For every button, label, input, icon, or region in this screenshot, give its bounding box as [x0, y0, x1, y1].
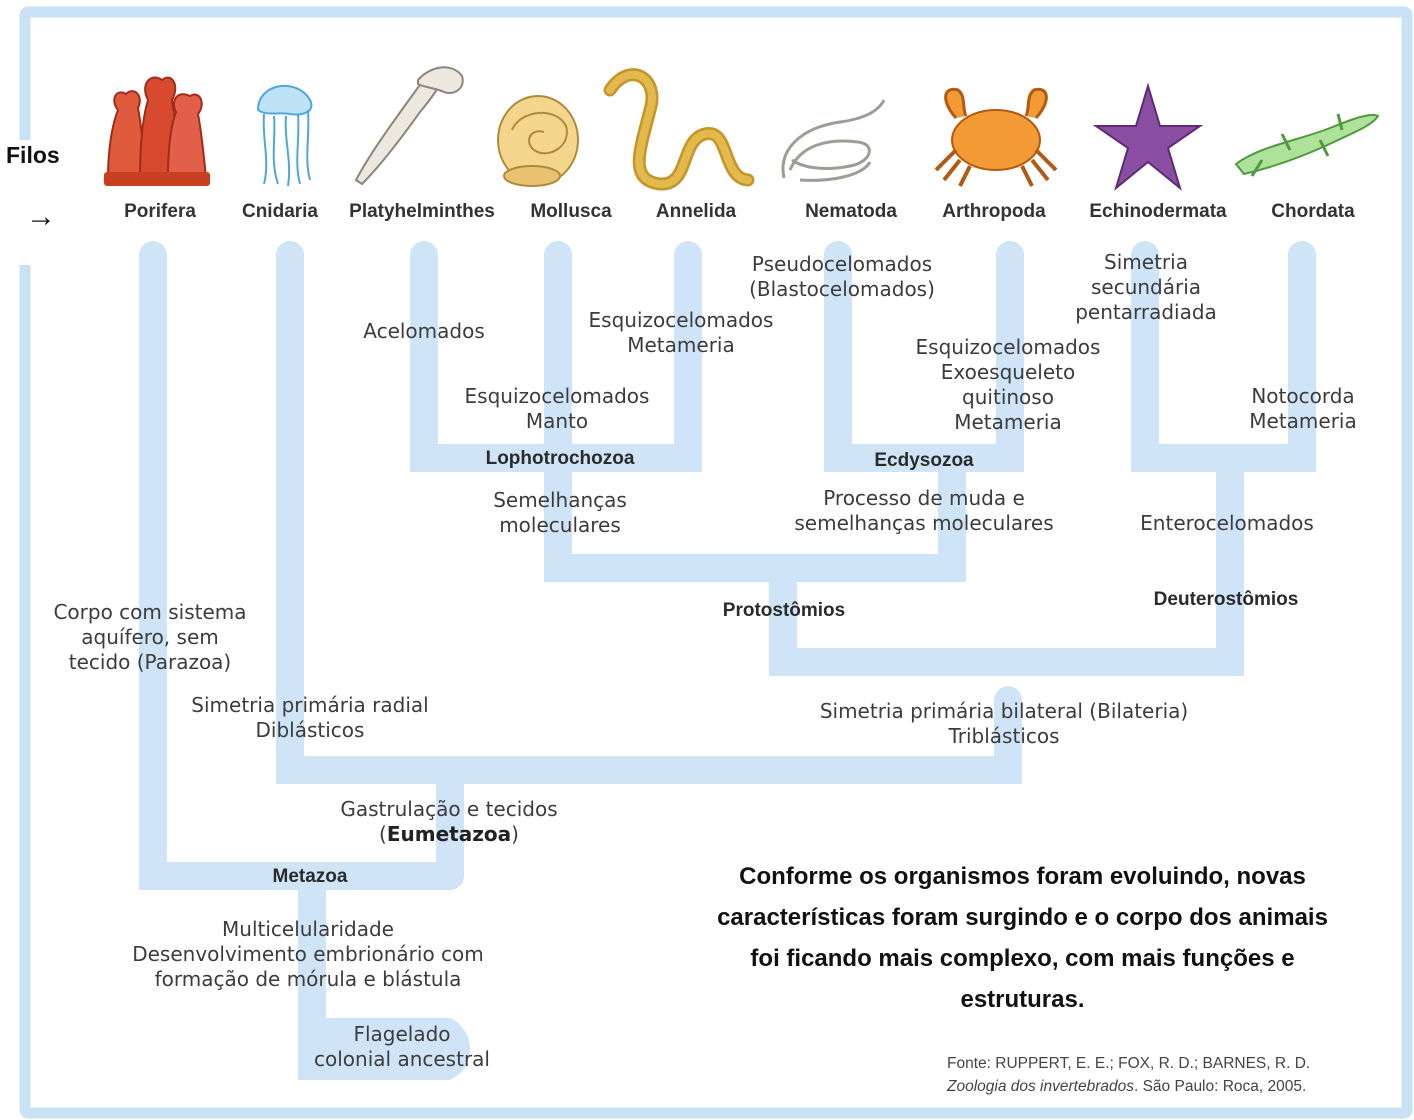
phylum-echinodermata: Echinodermata — [1089, 201, 1227, 222]
phylum-mollusca: Mollusca — [530, 201, 612, 222]
frame — [19, 6, 1413, 1119]
frame-gap — [18, 140, 40, 265]
porifera-illustration — [104, 76, 210, 186]
node-protostomios: Protostômios — [722, 600, 846, 621]
branch-bilateria-split — [769, 456, 1244, 676]
phylum-annelida: Annelida — [655, 201, 737, 222]
node-lophotrochozoa: Lophotrochozoa — [485, 448, 635, 469]
explanatory-note: Conforme os organismos foram evoluindo, … — [717, 863, 1328, 1013]
branch-ecdysozoa-top — [824, 241, 1024, 472]
label-acelomados: Acelomados — [363, 319, 485, 343]
phylum-chordata: Chordata — [1271, 201, 1355, 222]
branch-deutero-top — [1131, 241, 1316, 472]
phylum-arthropoda: Arthropoda — [942, 201, 1046, 222]
eumetazoa-term: Eumetazoa — [386, 822, 512, 846]
phylum-cnidaria: Cnidaria — [241, 201, 319, 222]
ancestral-pill — [298, 1018, 471, 1080]
phylum-porifera: Porifera — [124, 201, 196, 222]
mollusca-illustration — [497, 95, 579, 187]
node-metazoa: Metazoa — [272, 866, 348, 887]
label-gastrulacao: Gastrulação e tecidos (Eumetazoa) — [340, 797, 558, 846]
platyhelminthes-illustration — [354, 66, 464, 186]
filos-label: Filos — [6, 142, 60, 168]
phylum-platyhelminthes: Platyhelminthes — [349, 201, 495, 222]
echinodermata-illustration — [1092, 82, 1204, 191]
label-enterocelomados: Enterocelomados — [1140, 511, 1314, 535]
nematoda-illustration — [781, 99, 886, 182]
source-book-title: Zoologia dos invertebrados — [947, 1078, 1134, 1095]
phylum-nematoda: Nematoda — [805, 201, 897, 222]
label-pseudocelomados: Pseudocelomados(Blastocelomados) — [749, 252, 935, 301]
annelida-illustration — [603, 68, 755, 191]
arrow-right-icon: → — [26, 200, 56, 233]
cnidaria-illustration — [256, 84, 313, 187]
label-simetria-bilateral: Simetria primária bilateral (Bilateria)T… — [819, 699, 1189, 748]
node-deuterostomios: Deuterostômios — [1153, 589, 1299, 610]
chordata-illustration — [1234, 113, 1380, 177]
branch-bilateria — [276, 686, 1022, 784]
arthropoda-illustration — [934, 87, 1058, 187]
node-ecdysozoa: Ecdysozoa — [874, 450, 974, 471]
source-citation: Fonte: RUPPERT, E. E.; FOX, R. D.; BARNE… — [947, 1055, 1311, 1095]
tree-branches — [139, 241, 1316, 1064]
